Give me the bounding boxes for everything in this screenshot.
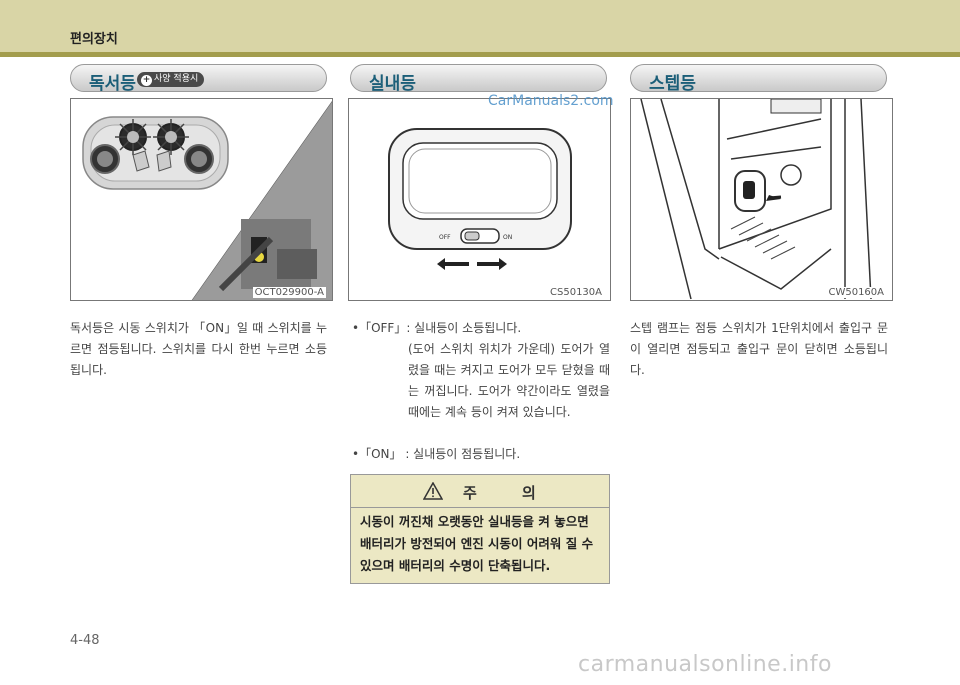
watermark-text: CarManuals2.com xyxy=(488,93,614,109)
header-rule xyxy=(0,52,960,57)
step-lamp-title: 스텝등 xyxy=(649,74,696,94)
off-bullet: •「OFF」: 실내등이 소등됩니다. xyxy=(352,321,522,335)
option-badge: +사양 적용시 xyxy=(137,72,205,87)
reading-lamp-description: 독서등은 시동 스위치가 「ON」일 때 스위치를 누르면 점등됩니다. 스위치… xyxy=(70,321,327,377)
caution-box: 주 의 시동이 꺼진채 오랫동안 실내등을 켜 놓으면 배터리가 방전되어 엔진… xyxy=(350,474,610,584)
off-bullet-detail: (도어 스위치 위치가 가운데) 도어가 열렸을 때는 켜지고 도어가 모두 닫… xyxy=(408,342,610,419)
off-label: OFF xyxy=(439,234,451,241)
reading-lamp-figure: OCT029900-A xyxy=(70,98,333,301)
option-badge-label: 사양 적용시 xyxy=(154,74,199,84)
room-lamp-illustration: OFF ON xyxy=(349,99,610,300)
page-number: 4-48 xyxy=(70,633,100,648)
caution-text: 시동이 꺼진채 오랫동안 실내등을 켜 놓으면 배터리가 방전되어 엔진 시동이… xyxy=(360,514,594,573)
footer-watermark: carmanualsonline.info xyxy=(578,652,832,677)
section-title: 편의장치 xyxy=(70,32,118,47)
reading-lamp-illustration xyxy=(71,99,332,300)
caution-header: 주 의 xyxy=(351,475,609,508)
room-lamp-heading: 실내등 xyxy=(350,64,607,94)
step-lamp-illustration xyxy=(631,99,892,300)
step-lamp-heading: 스텝등 xyxy=(630,64,887,94)
on-bullet: •「ON」 : 실내등이 점등됩니다. xyxy=(352,447,521,461)
step-lamp-figure: CW50160A xyxy=(630,98,893,301)
plus-icon: + xyxy=(141,75,152,86)
reading-lamp-figure-code: OCT029900-A xyxy=(252,287,326,298)
caution-title: 주 의 xyxy=(463,484,556,502)
warning-triangle-icon xyxy=(423,482,443,500)
reading-lamp-heading: 독서등 +사양 적용시 xyxy=(70,64,327,94)
step-lamp-figure-code: CW50160A xyxy=(826,287,886,298)
room-lamp-title: 실내등 xyxy=(369,74,416,94)
room-lamp-figure: OFF ON CS50130A xyxy=(348,98,611,301)
reading-lamp-title: 독서등 xyxy=(89,74,136,94)
header-band xyxy=(0,0,960,52)
step-lamp-description: 스텝 램프는 점등 스위치가 1단위치에서 출입구 문이 열리면 점등되고 출입… xyxy=(630,321,888,377)
on-label: ON xyxy=(503,234,512,241)
room-lamp-figure-code: CS50130A xyxy=(548,287,604,298)
